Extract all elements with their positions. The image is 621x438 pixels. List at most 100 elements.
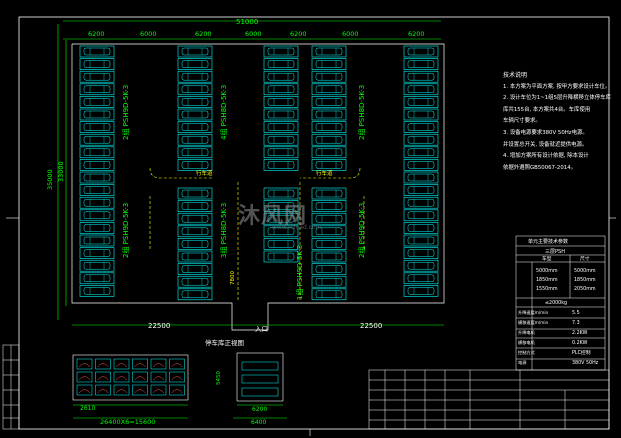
block-label-b4: 3组 PSH8D-5K-3 [219, 203, 228, 258]
revision-strip [2, 344, 20, 430]
top-segment-labels: 6200 6000 6200 6000 6200 6000 6200 [88, 30, 425, 38]
spec-row-label: 控制方式 [518, 349, 536, 356]
spec-col-header: 车型 [542, 255, 552, 262]
section-slot [150, 358, 167, 370]
notes-line: 3. 设备电源要求380V 50Hz电源。 [503, 129, 588, 136]
block-label-b1: 2组 PSH9D-5K-3 [121, 85, 130, 140]
section-slot [76, 358, 93, 370]
block-label-b3: 4组 PSH8D-5K-3 [219, 85, 228, 140]
section-slot [169, 371, 185, 383]
spec-row-label: 升降速度m/min [518, 309, 548, 316]
top-segment-label: 6200 [195, 30, 212, 38]
spec-type-row: 三层PSH [545, 249, 565, 255]
spec-car-dim: 1850mm [536, 277, 558, 283]
section-slot [150, 371, 167, 383]
section-slot [169, 384, 185, 396]
notes-line: 1. 本方案为平面方案, 按甲方要求设计车位。 [503, 83, 611, 90]
notes-line: 车辆尺寸要求。 [503, 118, 541, 125]
spec-row-value: 0.2KW [572, 340, 588, 346]
spec-row-label: 横移速度m/min [518, 319, 548, 326]
spec-row-label: 电源 [518, 359, 527, 366]
spec-car-dim: 1550mm [536, 286, 558, 292]
lane-markings [149, 167, 365, 300]
spec-weight: ≤2000kg [545, 300, 567, 306]
notes-line: 并设置总开关, 设备就近提供电源。 [503, 141, 588, 148]
notes-line: 2. 设计车位为1~1组5层升降横移立体停车库 [503, 95, 611, 102]
top-segment-label: 6000 [140, 30, 157, 38]
section-slot [113, 358, 130, 370]
section-slot [169, 358, 185, 370]
lane-label-2: 行车道 [316, 169, 333, 177]
dim-left-inner: 33000 [57, 161, 65, 182]
spec-title: 单元主要技术参数 [528, 238, 568, 245]
watermark-logo: 沐风网 [238, 204, 308, 229]
lane-label-1: 行车道 [196, 169, 213, 177]
notes-line: 依据外遵照GB50067-2014。 [503, 164, 577, 171]
title-block [368, 369, 610, 430]
section-slot [95, 358, 111, 370]
section-slot [113, 384, 130, 396]
spec-col-header: 尺寸 [580, 255, 590, 262]
top-segment-label: 6200 [290, 30, 307, 38]
building-outline [71, 43, 445, 331]
dim-section-small: 2610 [80, 405, 95, 412]
side-width-inner: 6200 [252, 406, 267, 413]
car-column-top-3 [311, 45, 347, 171]
car-column-bottom-2 [263, 187, 299, 263]
car-column-bottom-3 [311, 187, 347, 301]
mid-vertical-dim: 7800 [230, 271, 236, 285]
block-label-b6: 2组 PSH9D-5K-3 [357, 203, 366, 258]
section-slot [113, 371, 130, 383]
spec-row-value: PLC控制 [572, 349, 591, 356]
notes-line: 4. 增加方案所有设计依据, 除本设计 [503, 153, 589, 160]
watermark-url: www.mfcad.com [272, 224, 322, 231]
spec-row-label: 升降电机 [518, 329, 536, 336]
entrance-label: 入口 [255, 325, 268, 333]
spec-car-dim: 2050mm [574, 286, 596, 292]
block-label-b5: 2组 PSH8D-5K-3 [357, 85, 366, 140]
top-segment-label: 6200 [88, 30, 105, 38]
spec-row-value: 7.3 [572, 320, 580, 326]
spec-row-label: 横移电机 [518, 339, 536, 346]
spec-car-dim: 5000mm [574, 268, 596, 274]
section-side-view [233, 352, 287, 419]
spec-row-value: 380V 50Hz [572, 360, 599, 366]
section-slot [76, 384, 93, 396]
block-label-b7: 1组 PSH9D-5K-3 [295, 245, 304, 300]
spec-row-value: 2.2KW [572, 330, 588, 336]
notes-line: 库共155台, 本方案共4台。车库使用 [503, 106, 591, 113]
top-segment-label: 6000 [342, 30, 359, 38]
car-column-right [403, 45, 439, 297]
spec-car-dim: 1850mm [574, 277, 596, 283]
section-slot [95, 384, 111, 396]
section-front-view [72, 354, 189, 419]
section-slot [132, 371, 148, 383]
dim-left-overall: 35000 [46, 169, 54, 190]
section-slot [132, 358, 148, 370]
side-width-outer: 6400 [251, 419, 266, 426]
spec-car-dim: 5000mm [536, 268, 558, 274]
car-column-bottom-1 [177, 187, 213, 301]
dim-section-width: 26400X6=15600 [100, 418, 155, 426]
side-height: 5450 [216, 371, 222, 385]
section-slot [150, 384, 167, 396]
spec-row-value: 5.5 [572, 310, 580, 316]
technical-notes: 技术说明 1. 本方案为平面方案, 按甲方要求设计车位。 2. 设计车位为1~1… [503, 70, 615, 174]
top-segment-label: 6000 [245, 30, 262, 38]
section-slot [95, 371, 111, 383]
car-column-top-1 [177, 45, 213, 171]
dim-bottom-right: 22500 [360, 322, 382, 330]
section-slot [76, 371, 93, 383]
top-segment-label: 6200 [408, 30, 425, 38]
dim-total-width: 51000 [236, 18, 258, 26]
notes-title: 技术说明 [503, 72, 528, 79]
dim-bottom-left: 22500 [148, 322, 170, 330]
car-column-left [79, 45, 115, 297]
drawing-border [18, 16, 610, 430]
car-column-top-2 [263, 45, 299, 171]
section-title: 停车库正视图 [205, 338, 244, 347]
block-label-b2: 2组 PSH9D-5K-3 [121, 203, 130, 258]
section-slot [132, 384, 148, 396]
